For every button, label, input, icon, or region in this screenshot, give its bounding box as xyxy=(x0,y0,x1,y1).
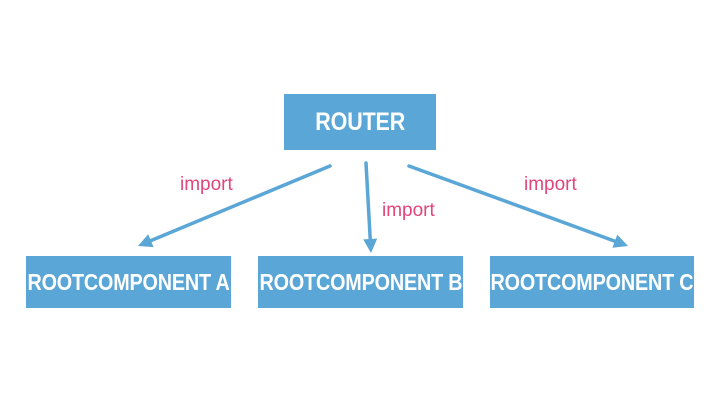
arrow-line-c xyxy=(407,164,619,244)
rootcomponent-a-node: ROOTCOMPONENT A xyxy=(26,256,231,308)
import-label-b: import xyxy=(382,200,435,221)
rootcomponent-c-label: ROOTCOMPONENT C xyxy=(490,268,694,295)
import-label-c: import xyxy=(524,174,577,195)
rootcomponent-a-label: ROOTCOMPONENT A xyxy=(27,268,230,295)
rootcomponent-b-node: ROOTCOMPONENT B xyxy=(258,256,463,308)
arrowhead-c xyxy=(612,234,628,248)
rootcomponent-c-node: ROOTCOMPONENT C xyxy=(490,256,694,308)
arrowhead-b xyxy=(363,238,378,253)
arrowhead-a xyxy=(138,234,154,248)
import-label-a: import xyxy=(180,174,233,195)
router-node: ROUTER xyxy=(284,94,436,150)
rootcomponent-b-label: ROOTCOMPONENT B xyxy=(259,268,462,295)
router-node-label: ROUTER xyxy=(315,107,405,136)
arrow-line-a xyxy=(147,164,332,244)
arrow-line-b xyxy=(364,161,373,243)
